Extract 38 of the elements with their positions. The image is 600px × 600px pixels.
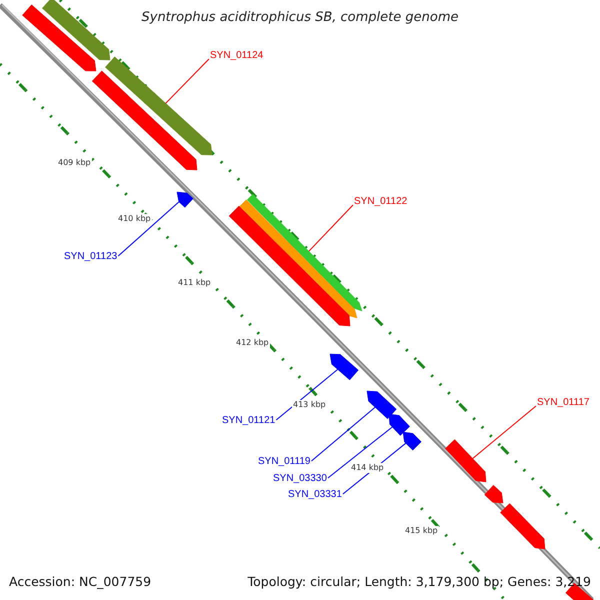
footer-text: Topology: circular; Length: 3,179,300 bp; Genes: 3,219 bbox=[248, 576, 591, 588]
leader-line bbox=[472, 406, 536, 459]
leader-line bbox=[118, 201, 180, 256]
gene-feature-block bbox=[402, 432, 422, 450]
leader-line bbox=[165, 58, 210, 104]
gene-feature-block bbox=[445, 439, 486, 482]
gene-label: SYN_03331 bbox=[288, 490, 342, 500]
scale-label: 410 kbp bbox=[117, 214, 152, 224]
leader-line bbox=[308, 204, 354, 252]
scale-label: 411 kbp bbox=[177, 278, 212, 288]
title: Syntrophus aciditrophicus SB, complete genome bbox=[140, 11, 460, 24]
scale-label: 414 kbp bbox=[350, 463, 385, 473]
leader-line bbox=[276, 368, 338, 420]
gene-feature-block bbox=[42, 0, 110, 60]
gene-label: SYN_01123 bbox=[64, 252, 118, 262]
scale-label: 413 kbp bbox=[292, 400, 327, 410]
footer-text: Accession: NC_007759 bbox=[9, 576, 152, 588]
scale-label: 415 kbp bbox=[404, 526, 439, 536]
gene-feature-block bbox=[22, 4, 96, 72]
gene-feature-block bbox=[366, 390, 397, 420]
gene-feature-block bbox=[92, 70, 198, 170]
scale-label: 412 kbp bbox=[235, 338, 270, 348]
gene-feature-block bbox=[500, 503, 546, 550]
scale-label: 409 kbp bbox=[57, 158, 92, 168]
gene-feature-block bbox=[105, 56, 212, 156]
gene-feature-block bbox=[388, 414, 410, 436]
leader-line bbox=[327, 426, 393, 478]
gene-feature-block bbox=[176, 192, 194, 208]
leader-line bbox=[310, 406, 376, 462]
gene-feature-block bbox=[484, 484, 504, 504]
gene-label: SYN_01117 bbox=[537, 398, 590, 408]
gene-feature-block bbox=[330, 354, 359, 380]
gene-label: SYN_01119 bbox=[258, 457, 310, 467]
gene-label: SYN_01121 bbox=[222, 416, 276, 426]
gene-label: SYN_01122 bbox=[354, 197, 408, 207]
gene-feature-block bbox=[228, 206, 350, 326]
gene-label: SYN_03330 bbox=[273, 474, 327, 484]
gene-label: SYN_01124 bbox=[210, 51, 264, 61]
